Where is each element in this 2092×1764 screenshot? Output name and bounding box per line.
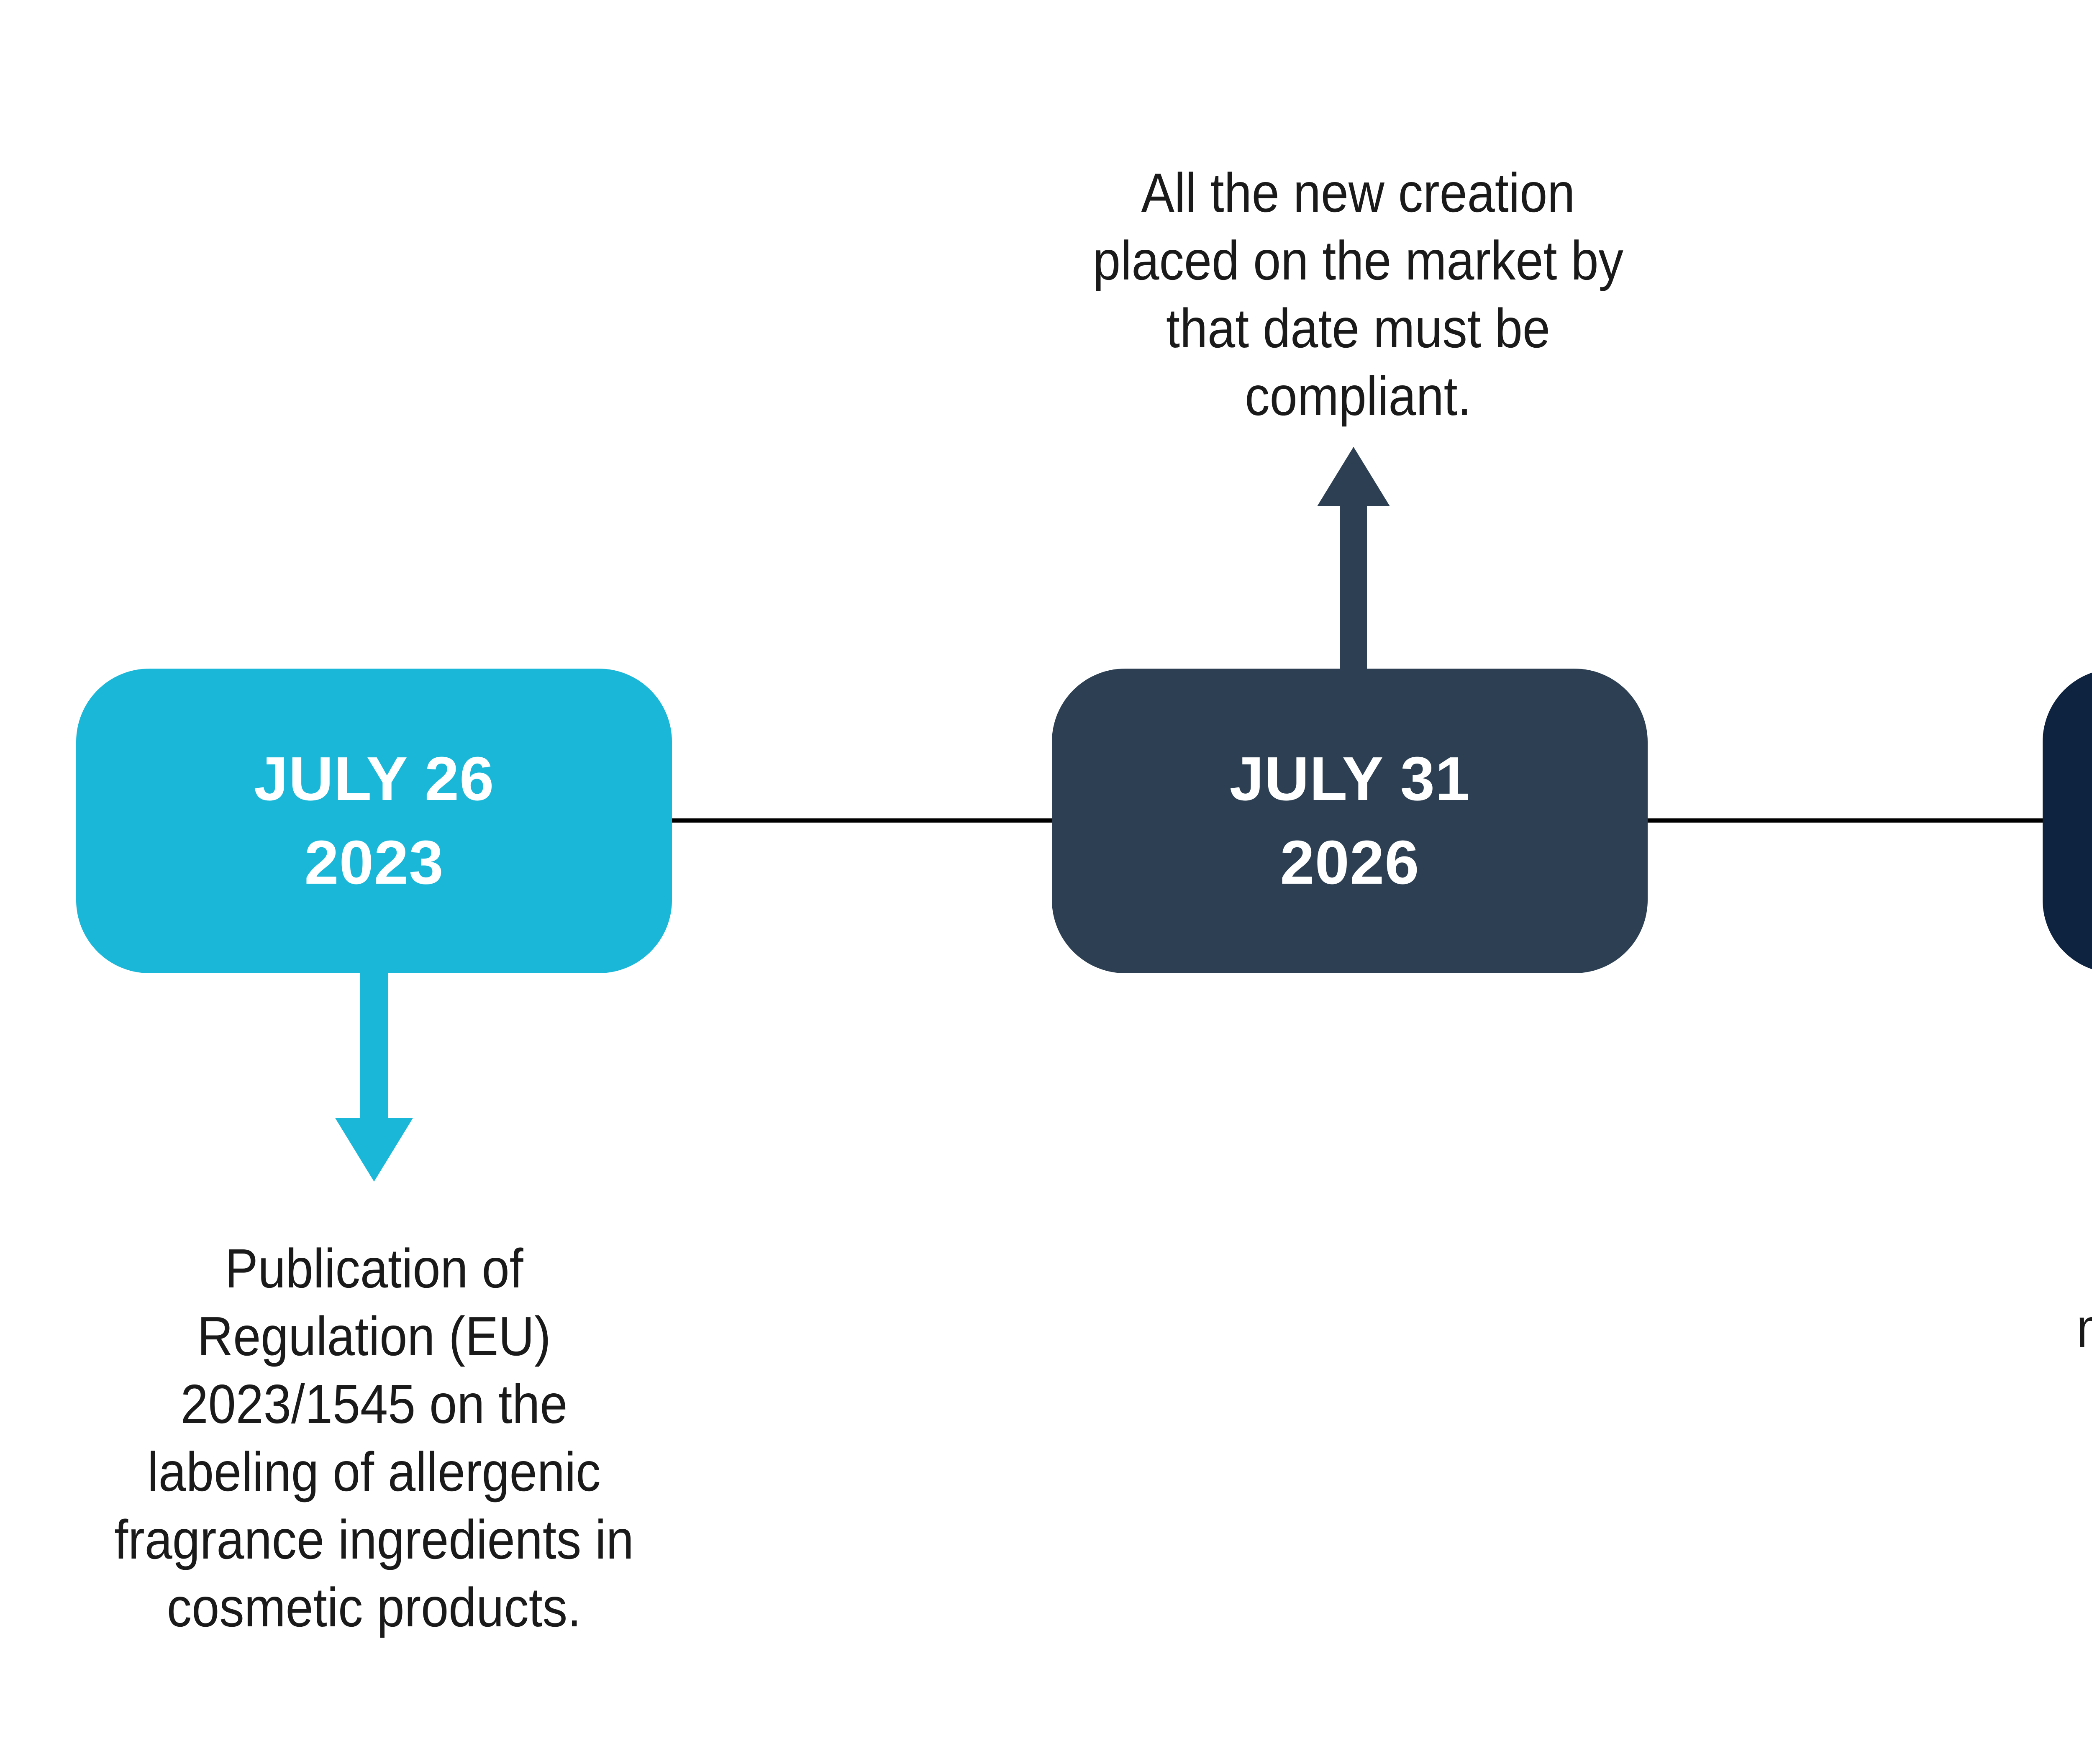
milestone-box-2023: JULY 26 2023 — [76, 669, 672, 973]
arrow-up-icon — [1340, 506, 1367, 672]
date-line1: JULY 31 — [1229, 744, 1470, 813]
arrow-down-icon — [335, 1118, 413, 1182]
milestone-description-2028: Withdrawal from the market of non-compli… — [2004, 1226, 2092, 1430]
milestone-description-2026: All the new creation placed on the marke… — [1093, 162, 1623, 427]
arrow-up-icon — [1317, 447, 1390, 506]
milestone-box-2028: JULY 31 2028 — [2043, 669, 2092, 973]
timeline-connector-line — [669, 818, 1054, 823]
date-line2: 2023 — [304, 828, 444, 897]
milestone-date-2026: JULY 31 2026 — [1230, 737, 1470, 905]
timeline-connector-line — [1644, 818, 2046, 823]
milestone-date-2023: JULY 26 2023 — [254, 737, 495, 905]
arrow-down-icon — [360, 971, 388, 1118]
date-line2: 2026 — [1280, 828, 1420, 897]
milestone-description-2023: Publication of Regulation (EU) 2023/1545… — [114, 1238, 634, 1638]
date-line1: JULY 26 — [254, 744, 495, 813]
milestone-box-2026: JULY 31 2026 — [1052, 669, 1648, 973]
